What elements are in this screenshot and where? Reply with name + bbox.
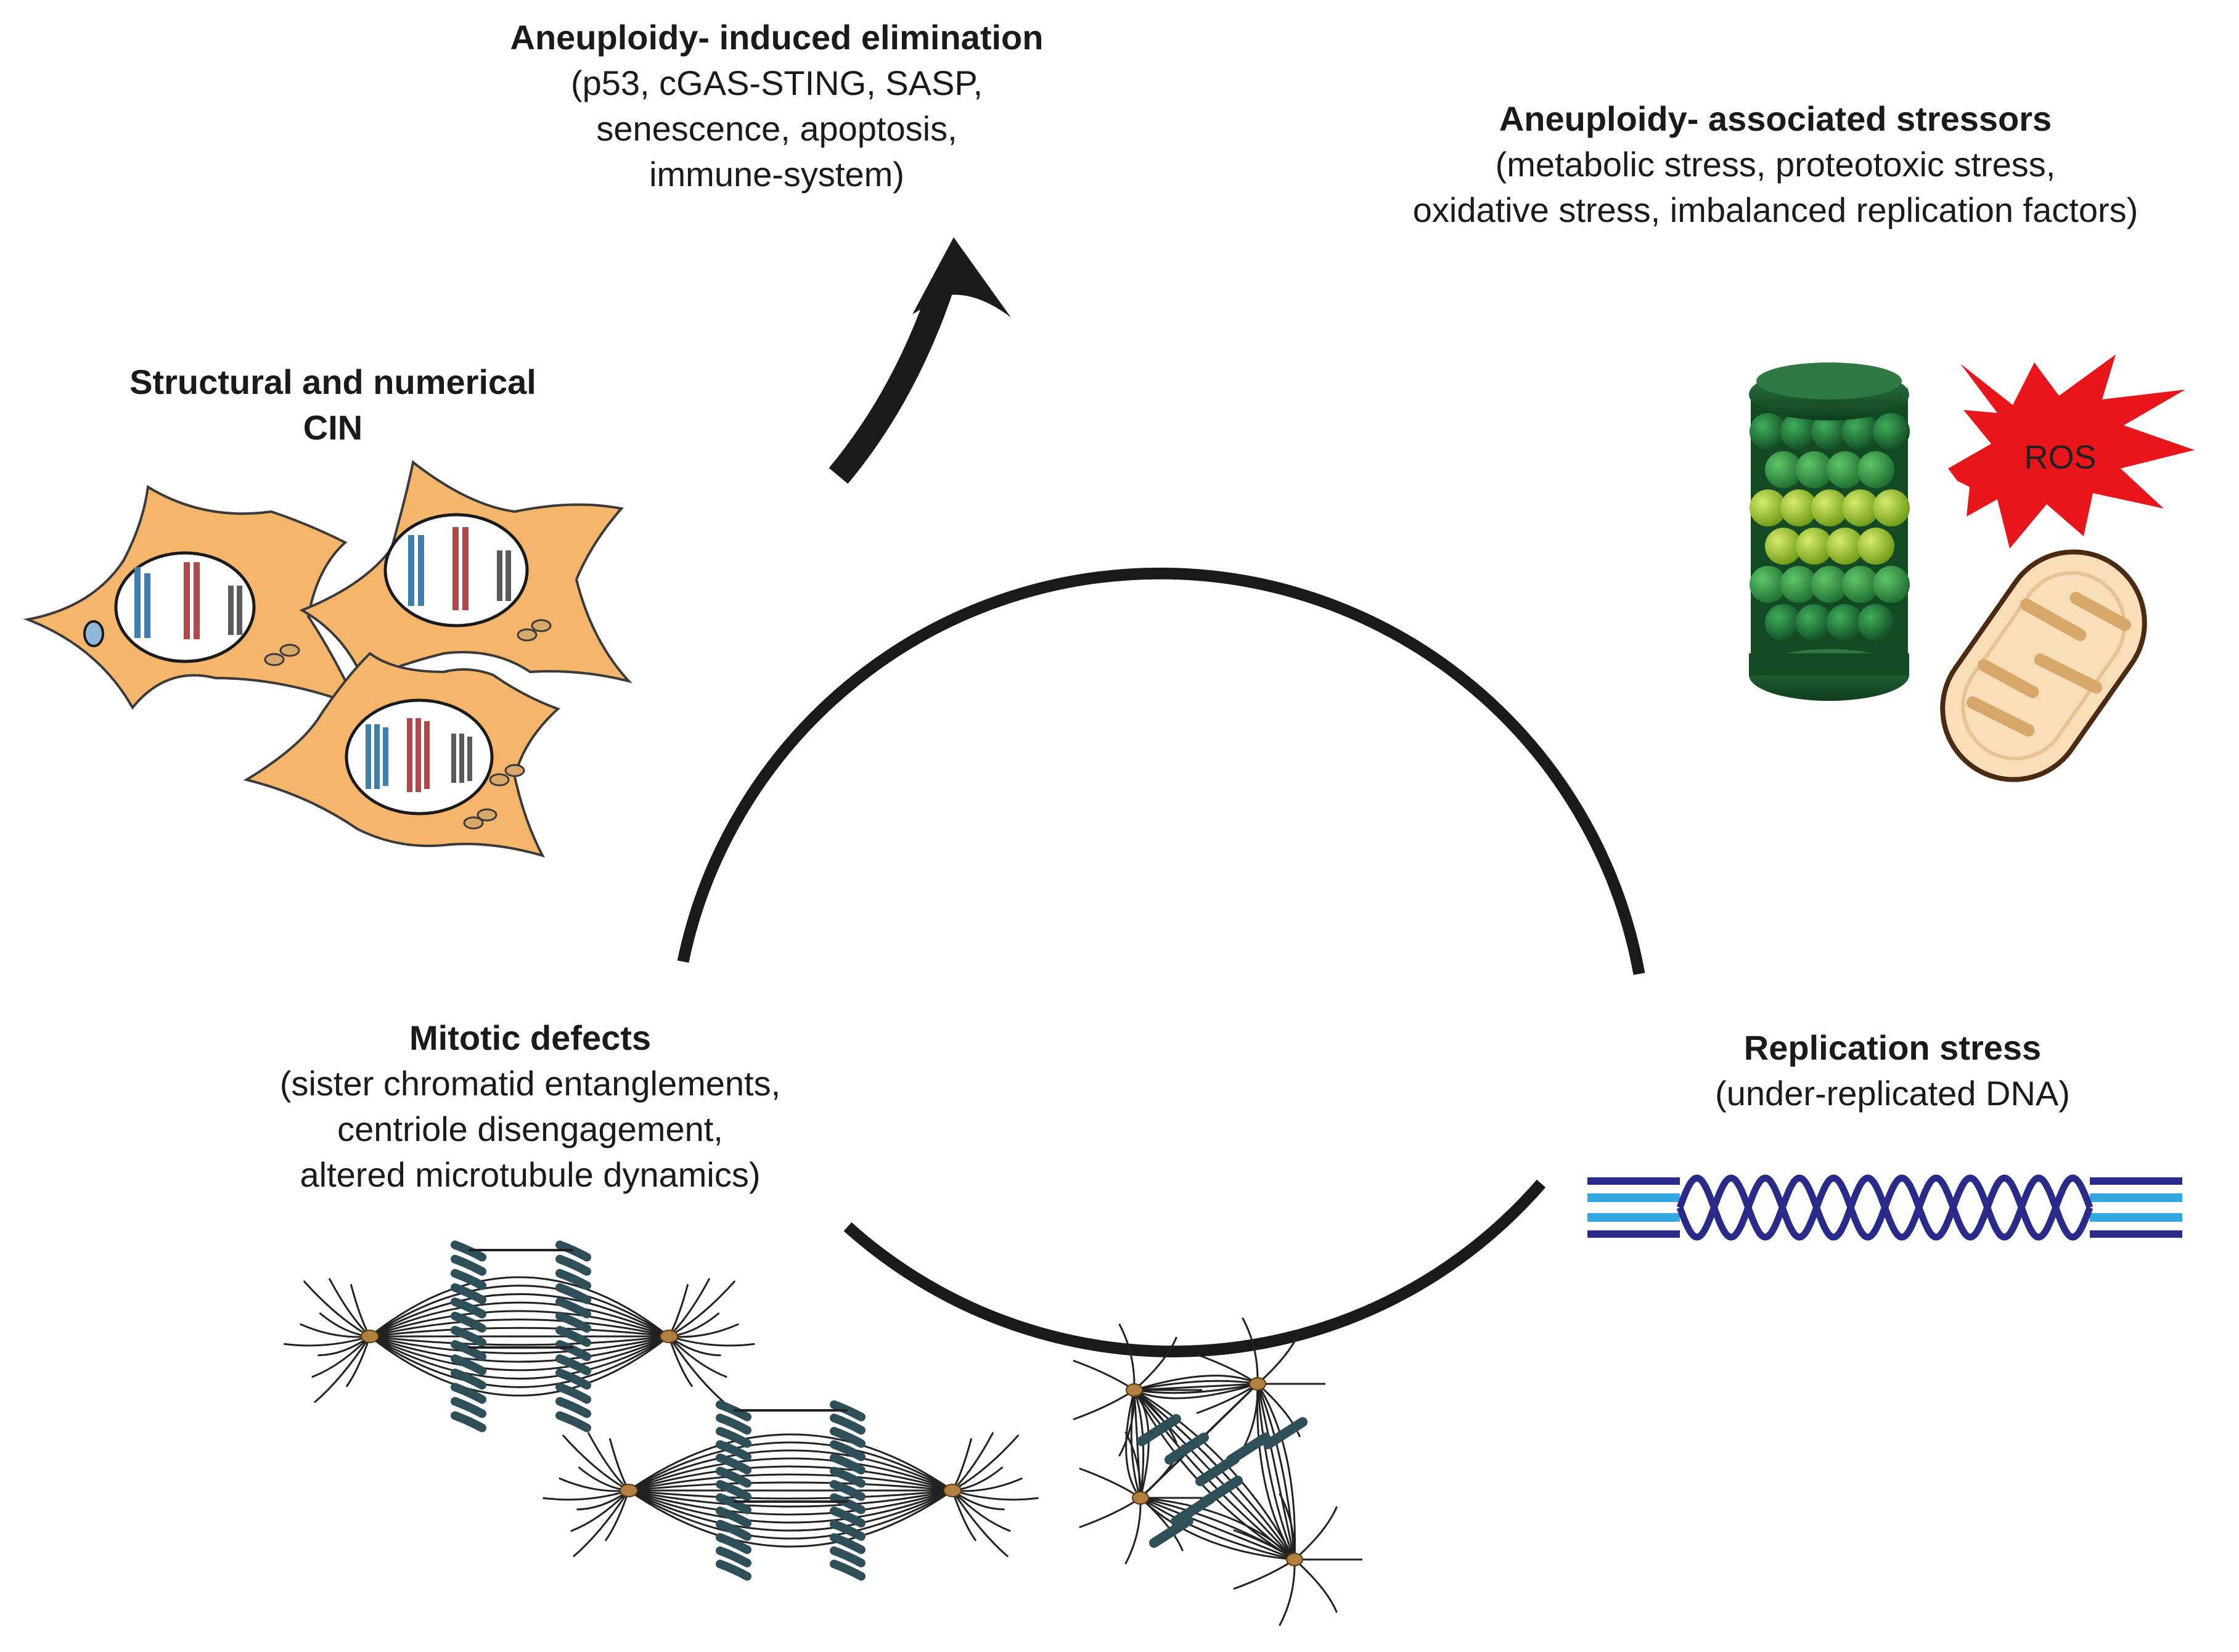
label-title: Structural and numerical (129, 362, 536, 401)
centrosome (1126, 1383, 1143, 1397)
proteasome-subunit (1796, 604, 1833, 641)
mitotic-spindle-icon (542, 1400, 1039, 1581)
proteasome-subunit (1765, 528, 1802, 565)
proteasome-icon (1749, 362, 1910, 701)
label-replication-stress: Replication stress (under-replicated DNA… (1627, 1025, 2158, 1116)
label-structural-numerical-cin: Structural and numerical CIN (55, 359, 610, 451)
centrosome (1286, 1553, 1303, 1566)
proteasome-subunit (1765, 451, 1802, 488)
label-line: (sister chromatid entanglements, (279, 1063, 781, 1103)
proteasome-subunit (1873, 489, 1910, 526)
dna-helix-icon (1587, 1174, 2182, 1241)
proteasome-subunit (1827, 451, 1864, 488)
proteasome-subunit (1780, 566, 1817, 603)
proteasome-subunit (1780, 489, 1817, 526)
centrosome (620, 1484, 638, 1497)
proteasome-subunit (1857, 604, 1894, 641)
label-line: altered microtubule dynamics) (300, 1155, 761, 1194)
proteasome-subunit (1811, 566, 1848, 603)
label-line: (metabolic stress, proteotoxic stress, (1495, 144, 2056, 184)
proteasome-subunit (1765, 604, 1802, 641)
proteasome-subunit (1796, 528, 1833, 565)
label-aneuploidy-elimination: Aneuploidy- induced elimination (p53, cG… (395, 15, 1159, 197)
arrow-icon (829, 237, 1011, 484)
proteasome-subunit (1750, 489, 1787, 526)
cycle-arc-main (677, 567, 1645, 975)
proteasome-subunit (1827, 528, 1864, 565)
aneuploid-cells (23, 460, 633, 858)
proteasome-subunit (1811, 489, 1848, 526)
proteasome-subunit (1796, 451, 1833, 488)
proteasome-subunit (1857, 528, 1894, 565)
label-title: Replication stress (1743, 1028, 2042, 1067)
proteasome-subunit (1827, 604, 1864, 641)
proteasome-subunit (1873, 566, 1910, 603)
multipolar-spindle-icon (1073, 1317, 1362, 1626)
proteasome-subunit (1873, 413, 1910, 450)
centrosome (361, 1330, 379, 1343)
label-line: senescence, apoptosis, (596, 108, 957, 148)
label-title: Mitotic defects (409, 1018, 652, 1057)
cycle-ring (677, 567, 1645, 1357)
proteasome-subunit (1750, 566, 1787, 603)
proteasome-subunit (1842, 413, 1879, 450)
label-line: (under-replicated DNA) (1715, 1073, 2070, 1113)
label-line: oxidative stress, imbalanced replication… (1412, 190, 2139, 229)
proteasome-subunit (1842, 566, 1879, 603)
cell-icon (23, 485, 360, 710)
proteasome-subunit (1857, 451, 1894, 488)
ros-burst-icon: ROS (1948, 354, 2195, 549)
centrosome (660, 1330, 678, 1343)
label-title: CIN (303, 407, 363, 447)
cycle-arc-bottom (843, 1179, 1546, 1357)
mitotic-spindle-icon (284, 1240, 755, 1433)
centrosome (1132, 1491, 1149, 1505)
proteasome-subunit (1750, 413, 1787, 450)
label-title: Aneuploidy- associated stressors (1499, 99, 2052, 138)
cell-icon (243, 652, 560, 858)
label-title: Aneuploidy- induced elimination (510, 18, 1044, 57)
label-line: (p53, cGAS-STING, SASP, (570, 63, 983, 102)
label-mitotic-defects: Mitotic defects (sister chromatid entang… (197, 1015, 863, 1198)
cell-icon (299, 460, 633, 684)
mitochondrion-icon (1940, 549, 2147, 782)
ros-label: ROS (2024, 439, 2096, 476)
centrosome (943, 1484, 962, 1497)
label-line: immune-system) (649, 154, 904, 194)
proteasome-subunit (1780, 413, 1817, 450)
proteasome-subunit (1842, 489, 1879, 526)
proteasome-subunit (1811, 413, 1848, 450)
label-line: centriole disengagement, (337, 1109, 723, 1148)
label-aneuploidy-stressors: Aneuploidy- associated stressors (metabo… (1325, 96, 2225, 233)
centrosome (1249, 1377, 1266, 1391)
